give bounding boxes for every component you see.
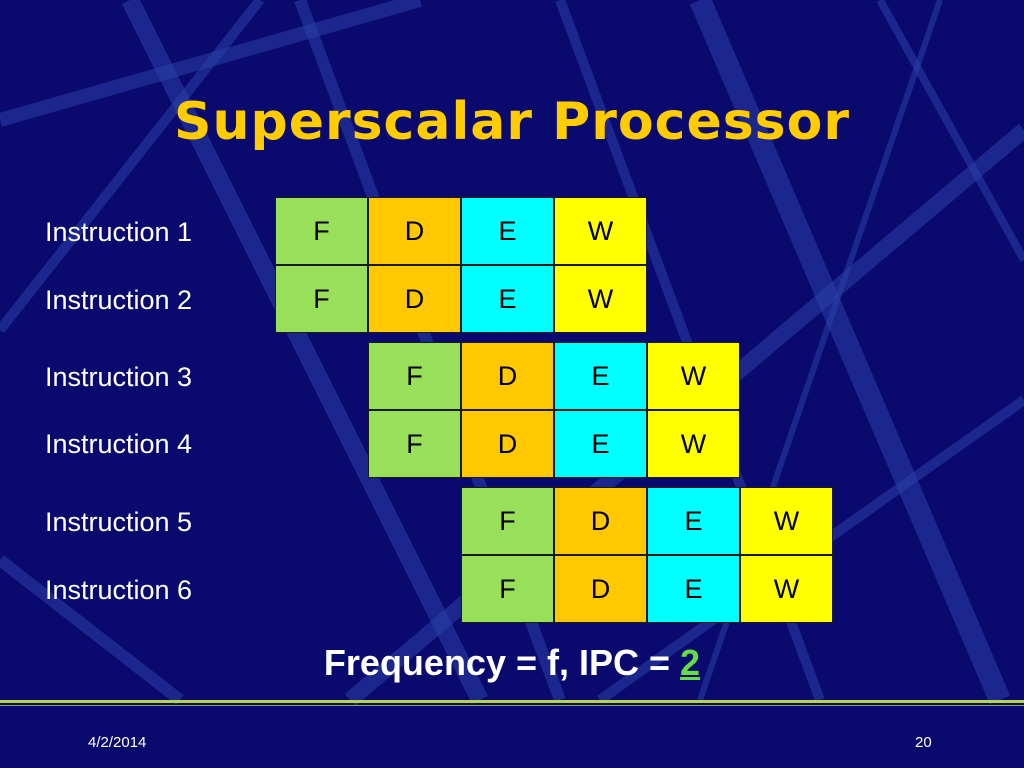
instruction-label: Instruction 2 xyxy=(45,285,193,315)
stage-cell-f: F xyxy=(275,197,368,265)
stage-cell-d: D xyxy=(554,487,647,555)
stage-cell-d: D xyxy=(461,410,554,478)
footer-rule xyxy=(0,700,1024,703)
stage-cell-d: D xyxy=(368,265,461,333)
stage-cell-d: D xyxy=(461,342,554,410)
summary-line: Frequency = f, IPC = 2 xyxy=(0,642,1024,684)
slide-title: Superscalar Processor xyxy=(174,92,850,152)
stage-cell-e: E xyxy=(554,410,647,478)
instruction-label: Instruction 3 xyxy=(45,362,193,392)
ipc-value: 2 xyxy=(680,642,701,683)
stage-cell-w: W xyxy=(554,265,647,333)
slide-page-number: 20 xyxy=(915,734,932,751)
footer-rule-secondary xyxy=(0,705,1024,706)
stage-cell-f: F xyxy=(461,555,554,623)
instruction-label: Instruction 1 xyxy=(45,217,193,247)
stage-cell-e: E xyxy=(647,487,740,555)
instruction-label: Instruction 4 xyxy=(45,429,193,459)
summary-prefix: Frequency = f, IPC = xyxy=(323,642,681,683)
slide-date: 4/2/2014 xyxy=(88,734,147,751)
stage-cell-w: W xyxy=(647,410,740,478)
stage-cell-f: F xyxy=(368,342,461,410)
stage-cell-w: W xyxy=(740,487,833,555)
stage-cell-e: E xyxy=(461,265,554,333)
stage-cell-e: E xyxy=(554,342,647,410)
stage-cell-w: W xyxy=(740,555,833,623)
stage-cell-f: F xyxy=(275,265,368,333)
stage-cell-f: F xyxy=(461,487,554,555)
stage-cell-w: W xyxy=(647,342,740,410)
stage-cell-e: E xyxy=(461,197,554,265)
instruction-label: Instruction 6 xyxy=(45,575,193,605)
stage-cell-f: F xyxy=(368,410,461,478)
instruction-label: Instruction 5 xyxy=(45,507,193,537)
stage-cell-w: W xyxy=(554,197,647,265)
stage-cell-e: E xyxy=(647,555,740,623)
stage-cell-d: D xyxy=(554,555,647,623)
stage-cell-d: D xyxy=(368,197,461,265)
